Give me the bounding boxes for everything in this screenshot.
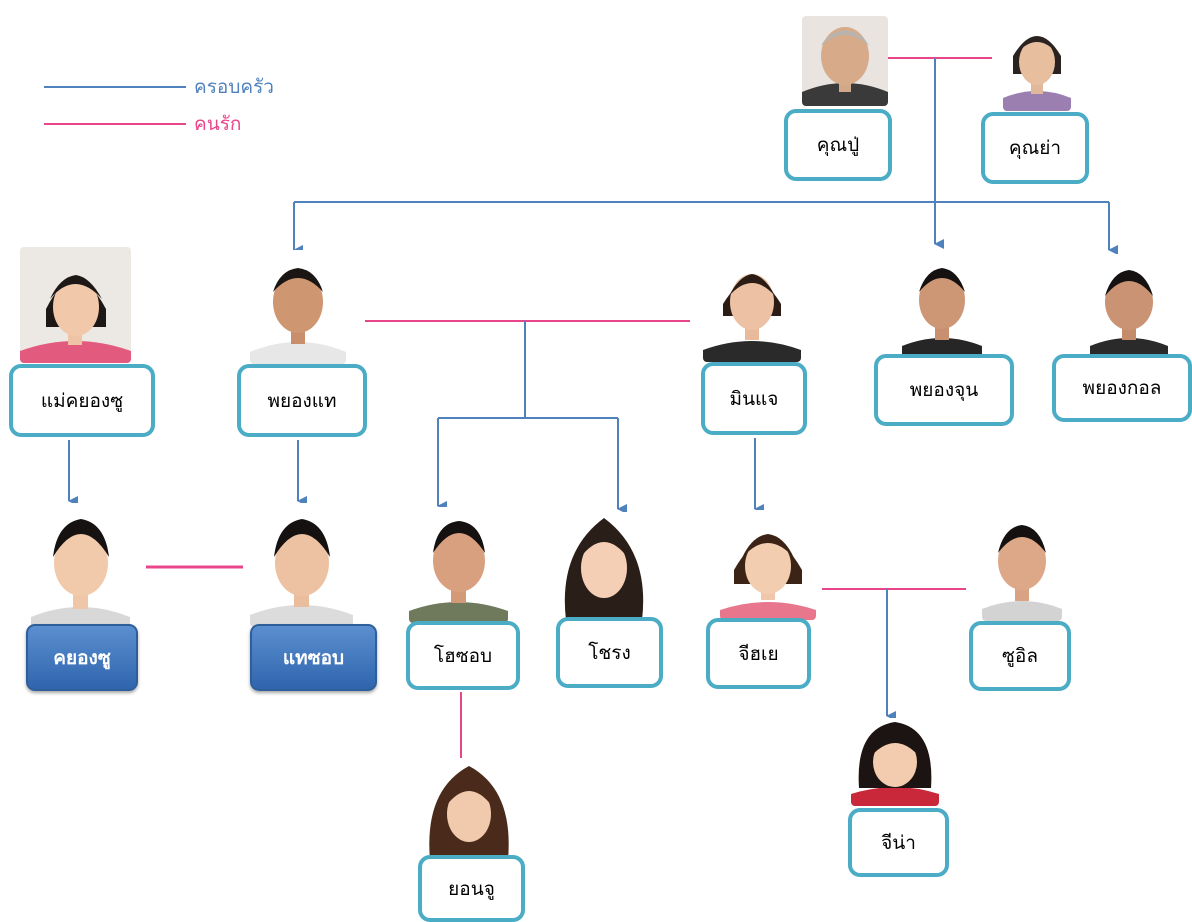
name-box-taesob: แทซอบ: [250, 624, 377, 691]
pyonggol-photo: [1090, 254, 1168, 360]
name-grandmother: คุณย่า: [1008, 137, 1062, 159]
name-chorong: โชรง: [588, 641, 631, 664]
name-box-kyongsu: คยองซู: [26, 624, 138, 691]
mother-kyongsu-photo: [20, 247, 131, 363]
name-taesob: แทซอบ: [282, 646, 345, 669]
grandmother-photo: [1003, 16, 1071, 111]
name-box-jina: จีน่า: [848, 808, 949, 877]
minjae-photo: [703, 250, 801, 362]
grandfather-photo: [802, 16, 888, 106]
name-mother-kyongsu: แม่คยองซู: [40, 389, 124, 412]
name-jihye: จีฮเย: [738, 642, 779, 665]
name-box-pyongjun: พยองจุน: [874, 354, 1014, 426]
chorong-photo: [552, 512, 656, 620]
pyongtae-photo: [250, 250, 346, 364]
pyongjun-photo: [902, 252, 982, 360]
name-box-jihye: จีฮเย: [706, 618, 811, 689]
name-pyongjun: พยองจุน: [909, 379, 979, 401]
name-box-pyonggol: พยองกอล: [1052, 354, 1192, 422]
name-grandfather: คุณปู่: [816, 134, 860, 156]
legend-lover-label: คนรัก: [194, 113, 242, 135]
hosob-photo: [409, 507, 508, 623]
yonju-photo: [422, 760, 517, 860]
name-box-grandfather: คุณปู่: [784, 109, 892, 181]
name-pyonggol: พยองกอล: [1082, 377, 1162, 399]
name-box-grandmother: คุณย่า: [981, 112, 1089, 184]
suil-photo: [982, 511, 1062, 621]
name-box-mother-kyongsu: แม่คยองซู: [9, 364, 155, 437]
name-box-hosob: โฮซอบ: [406, 621, 520, 690]
jihye-photo: [720, 510, 816, 620]
name-box-minjae: มินแจ: [701, 362, 807, 435]
legend-family-label: ครอบครัว: [194, 76, 274, 98]
name-pyongtae: พยองแท: [267, 389, 337, 412]
name-minjae: มินแจ: [729, 387, 779, 410]
name-box-suil: ซูอิล: [969, 621, 1071, 691]
name-kyongsu: คยองซู: [53, 646, 111, 669]
name-box-yonju: ยอนจู: [418, 855, 525, 922]
name-suil: ซูอิล: [1002, 645, 1038, 667]
name-box-pyongtae: พยองแท: [237, 364, 367, 437]
name-jina: จีน่า: [881, 831, 916, 854]
jina-photo: [851, 718, 939, 806]
name-yonju: ยอนจู: [448, 877, 495, 900]
name-hosob: โฮซอบ: [433, 644, 493, 667]
taesob-photo: [250, 503, 353, 627]
kyongsu-photo: [31, 503, 130, 629]
name-box-chorong: โชรง: [556, 617, 663, 688]
